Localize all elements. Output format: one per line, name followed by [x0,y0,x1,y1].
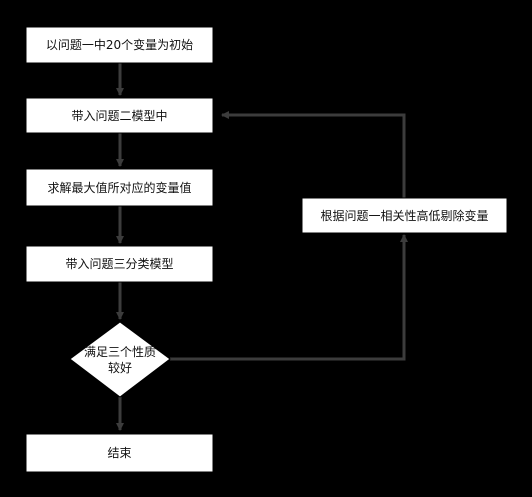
node-decision-label-line2: 较好 [108,360,132,375]
node-remove-vars-box [301,197,508,234]
node-remove-vars: 根据问题一相关性高低剔除变量 [301,197,508,234]
node-best-vars-box [25,168,214,207]
node-remove-vars-label: 根据问题一相关性高低剔除变量 [320,208,488,223]
node-init: 以问题一中20个变量为初始 [25,26,214,64]
node-decision: 满足三个性质 较好 [69,321,171,398]
node-best-vars-label: 求解最大值所对应的变量值 [47,180,191,195]
node-init-box [25,26,214,64]
node-model3-box [25,245,214,283]
node-model2-label: 带入问题二模型中 [71,108,167,123]
edge-decision-to-remove-vars [170,234,408,361]
node-end-box [25,433,214,473]
edge-remove-vars-to-model2 [221,111,406,198]
node-init-label: 以问题一中20个变量为初始 [46,37,193,52]
node-decision-label-line1: 满足三个性质 [84,345,156,359]
node-decision-diamond [69,321,171,398]
node-end: 结束 [25,433,214,473]
node-end-label: 结束 [107,446,131,460]
node-model2-box [25,97,214,134]
node-model3: 带入问题三分类模型 [25,245,214,283]
node-best-vars: 求解最大值所对应的变量值 [25,168,214,207]
node-model2: 带入问题二模型中 [25,97,214,134]
node-model3-label: 带入问题三分类模型 [65,257,173,271]
